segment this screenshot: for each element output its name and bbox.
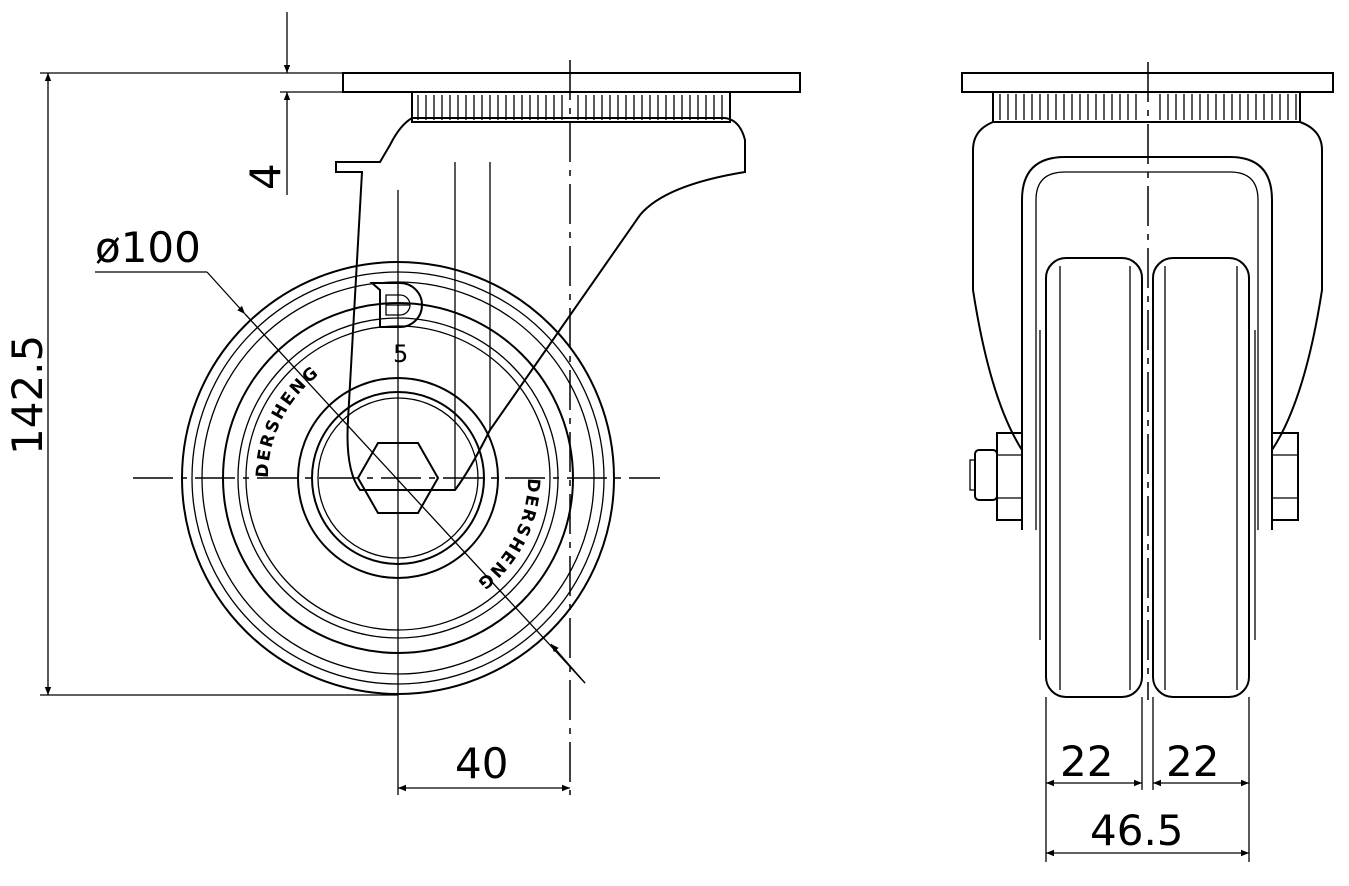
axle-nut-left-icon bbox=[969, 432, 1023, 521]
offset-label: 40 bbox=[455, 739, 508, 788]
diameter-dimension: ø100 bbox=[95, 223, 586, 684]
plate-thickness-label: 4 bbox=[241, 163, 290, 190]
width-dimensions: 22 22 46.5 bbox=[1045, 697, 1250, 862]
total-width-label: 46.5 bbox=[1090, 806, 1184, 855]
model-number: 5 bbox=[393, 340, 408, 368]
wheel-width-right-label: 22 bbox=[1166, 737, 1219, 786]
diameter-label: ø100 bbox=[95, 223, 201, 272]
wheel-left bbox=[1045, 257, 1143, 698]
axle-nut-right-icon bbox=[1271, 432, 1299, 521]
logo-icon bbox=[369, 282, 423, 328]
side-view: DERSHENG DERSHENG 5 142 bbox=[3, 12, 801, 795]
offset-dimension: 40 bbox=[398, 739, 570, 792]
wheel-width-left-label: 22 bbox=[1060, 737, 1113, 786]
plate-thickness-dimension: 4 bbox=[241, 12, 343, 195]
bracket-side: 5 bbox=[335, 72, 801, 514]
height-label: 142.5 bbox=[3, 335, 52, 455]
front-view: 22 22 46.5 bbox=[961, 62, 1334, 862]
height-dimension: 142.5 bbox=[3, 72, 398, 696]
wheel-right bbox=[1152, 257, 1250, 698]
